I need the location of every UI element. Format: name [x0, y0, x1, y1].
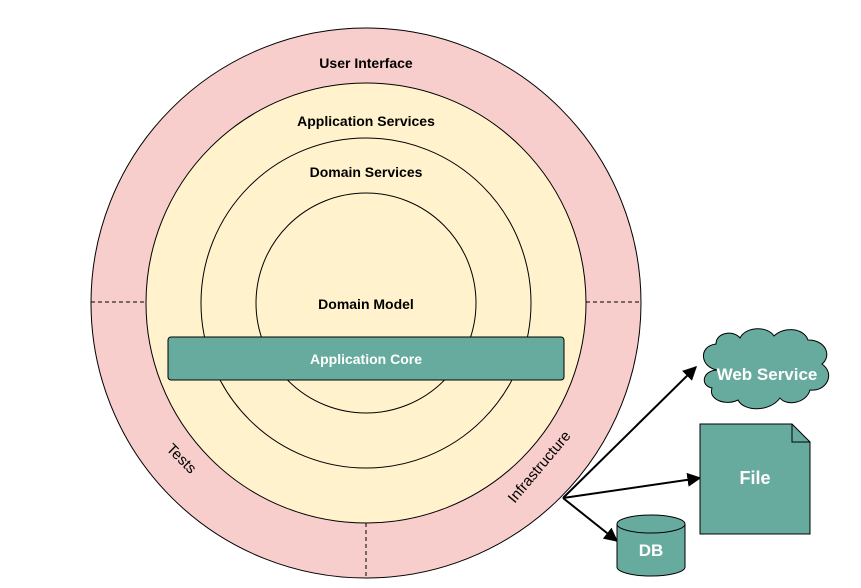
arrow-to-db: [562, 497, 619, 542]
web-service-label: Web Service: [717, 365, 818, 384]
file-label: File: [739, 468, 770, 488]
application-services-label: Application Services: [297, 113, 435, 129]
arrow-to-web-service: [562, 366, 697, 499]
file-document-shape: [699, 423, 811, 535]
arrow-to-file: [562, 472, 702, 499]
user-interface-label: User Interface: [319, 55, 413, 71]
db-label: DB: [639, 541, 664, 560]
web-service-cloud-shape: [703, 328, 830, 410]
domain-services-label: Domain Services: [310, 164, 423, 180]
db-cylinder-top: [616, 514, 686, 534]
domain-model-label: Domain Model: [318, 296, 414, 312]
db-cylinder-body: [616, 524, 686, 577]
file-fold-corner: [791, 424, 810, 443]
application-core-bar: [167, 336, 565, 381]
application-core-label: Application Core: [310, 351, 422, 367]
